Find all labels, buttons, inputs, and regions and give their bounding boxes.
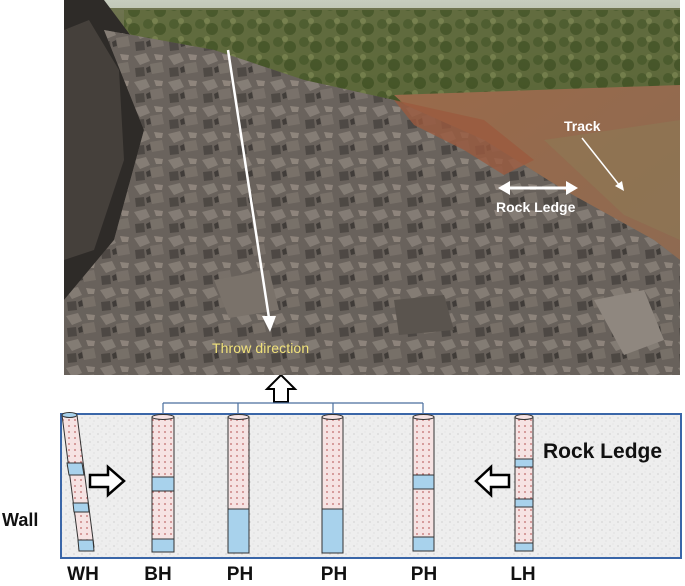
blast-hole-diagram <box>60 375 682 559</box>
wall-label: Wall <box>2 510 39 530</box>
initiation-wires <box>162 402 424 415</box>
throw-direction-label: Throw direction <box>212 340 310 356</box>
hole-label-ph-3: PH <box>410 564 438 585</box>
production-hole-2 <box>321 414 344 554</box>
track-arrow <box>581 137 624 191</box>
hole-label-ph-2: PH <box>320 564 348 585</box>
left-arrow <box>474 464 511 498</box>
hole-label-wh: WH <box>67 564 99 585</box>
buffer-hole <box>151 414 175 553</box>
ledge-hole <box>514 414 534 552</box>
throw-direction-arrow <box>226 49 276 332</box>
hole-label-lh: LH <box>510 564 536 585</box>
hole-label-ph-1: PH <box>226 564 254 585</box>
hole-label-bh: BH <box>144 564 172 585</box>
rock-ledge-label: Rock Ledge <box>543 440 663 463</box>
photo-scene <box>64 0 680 375</box>
throw-up-arrow <box>264 375 298 403</box>
right-arrow <box>88 464 126 498</box>
wall-hole <box>61 412 95 552</box>
production-hole-1 <box>227 414 250 554</box>
production-hole-3 <box>412 414 435 552</box>
track-label: Track <box>564 118 601 134</box>
rock-ledge-photo-label: Rock Ledge <box>496 199 576 215</box>
rock-ledge-double-arrow <box>498 181 578 195</box>
blast-site-photo <box>64 0 680 375</box>
